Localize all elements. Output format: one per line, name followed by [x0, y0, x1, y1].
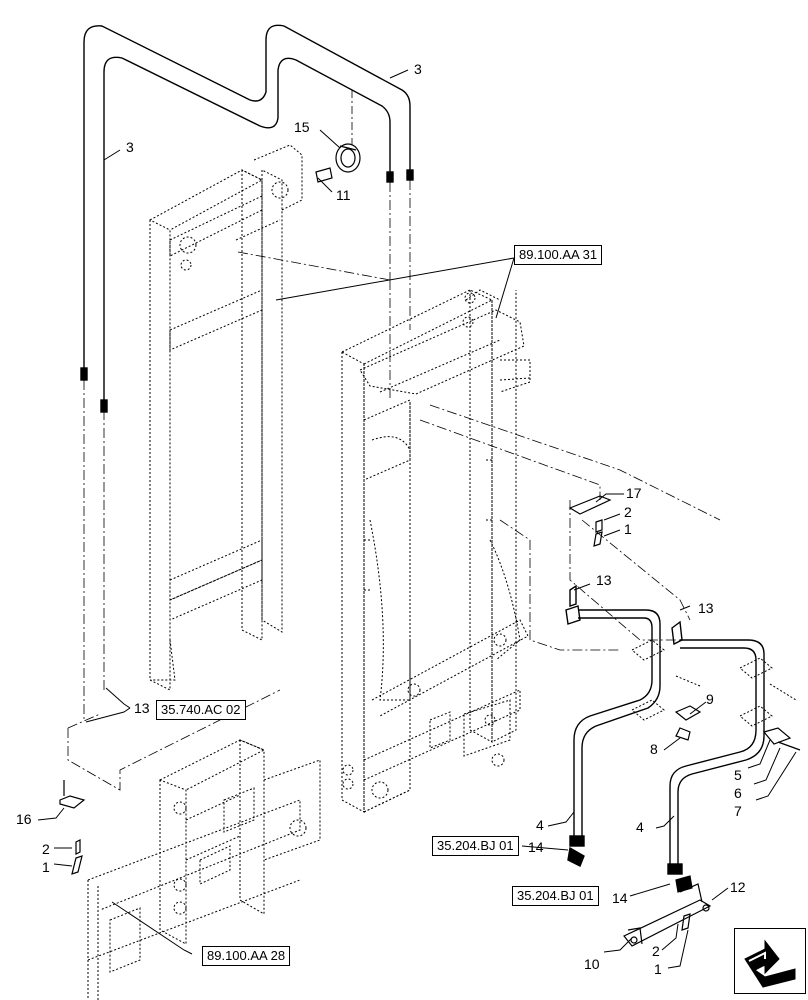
callout-5: 5 — [734, 767, 742, 783]
outer-mast — [341, 289, 531, 813]
callout-10: 10 — [584, 956, 600, 972]
callout-11: 11 — [336, 187, 351, 203]
bulkhead-fittings — [631, 639, 797, 727]
bracket-17 — [568, 495, 612, 547]
callout-14-upper: 14 — [528, 839, 544, 855]
callout-4-right: 4 — [636, 819, 644, 835]
callout-13-left: 13 — [134, 700, 150, 716]
callout-1-left: 1 — [42, 859, 50, 875]
callout-13-right: 13 — [698, 600, 714, 616]
bushing-15 — [315, 143, 361, 183]
clamp-5-6-7 — [762, 727, 801, 751]
callout-16: 16 — [16, 811, 32, 827]
bracket-16 — [59, 780, 86, 875]
plate-9 — [674, 705, 702, 741]
callout-3-right: 3 — [414, 61, 422, 77]
callout-3-left: 3 — [126, 139, 134, 155]
callout-2-top: 2 — [624, 504, 632, 520]
plate-10 — [623, 875, 712, 947]
reference-35-740-ac-02[interactable]: 35.740.AC 02 — [156, 700, 246, 721]
callout-14-lower: 14 — [612, 890, 628, 906]
callout-2-left: 2 — [42, 841, 50, 857]
hose-4-right — [667, 620, 765, 875]
callout-6: 6 — [734, 785, 742, 801]
callout-7: 7 — [734, 803, 742, 819]
inner-mast — [149, 144, 303, 691]
hose-4-left — [565, 584, 661, 867]
callout-4-left: 4 — [536, 817, 544, 833]
callout-17: 17 — [626, 485, 642, 501]
callout-1-bottom: 1 — [654, 961, 662, 977]
next-page-arrow-icon[interactable] — [734, 928, 806, 994]
reference-89-100-aa-28[interactable]: 89.100.AA 28 — [202, 946, 291, 967]
callout-13-mid: 13 — [596, 572, 612, 588]
hose-3 — [80, 24, 414, 413]
callout-1-top: 1 — [624, 521, 632, 537]
callout-15: 15 — [294, 119, 310, 135]
reference-89-100-aa-31[interactable]: 89.100.AA 31 — [514, 245, 603, 266]
callout-leaders — [37, 69, 797, 969]
carriage — [87, 739, 321, 1000]
callout-2-bottom: 2 — [652, 943, 660, 959]
reference-35-204-bj-01-lower[interactable]: 35.204.BJ 01 — [512, 886, 599, 907]
callout-9: 9 — [706, 691, 714, 707]
callout-8: 8 — [650, 741, 658, 757]
assembly-guide-lines — [67, 180, 721, 791]
reference-35-204-bj-01-upper[interactable]: 35.204.BJ 01 — [432, 836, 519, 857]
callout-12: 12 — [730, 879, 746, 895]
